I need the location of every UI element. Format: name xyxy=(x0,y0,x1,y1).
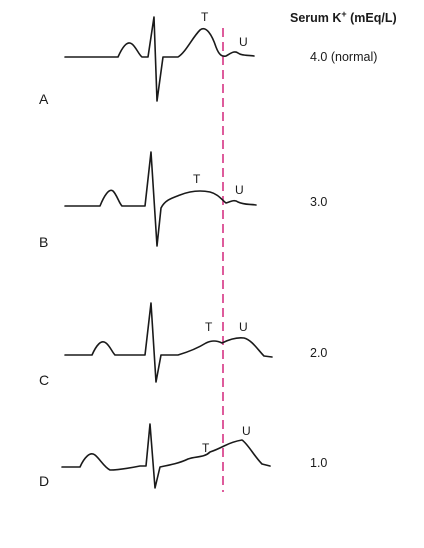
row-letter-d: D xyxy=(39,473,49,489)
potassium-value-d: 1.0 xyxy=(310,456,327,470)
u-wave-label-b: U xyxy=(235,183,244,197)
row-letter-a: A xyxy=(39,91,49,107)
row-letter-b: B xyxy=(39,234,48,250)
potassium-value-c: 2.0 xyxy=(310,346,327,360)
ecg-row-c: T U C 2.0 xyxy=(39,302,327,388)
serum-potassium-header: Serum K+ (mEq/L) xyxy=(290,9,397,25)
ecg-trace-d xyxy=(61,423,271,489)
ecg-trace-c xyxy=(64,302,273,383)
potassium-value-b: 3.0 xyxy=(310,195,327,209)
t-wave-label-c: T xyxy=(205,320,213,334)
u-wave-label-d: U xyxy=(242,424,251,438)
u-wave-label-a: U xyxy=(239,35,248,49)
t-wave-label-a: T xyxy=(201,10,209,24)
potassium-value-a: 4.0 (normal) xyxy=(310,50,377,64)
ecg-trace-a xyxy=(64,16,255,102)
ecg-row-a: T U A 4.0 (normal) xyxy=(39,10,377,107)
ecg-trace-b xyxy=(64,151,257,247)
u-wave-label-c: U xyxy=(239,320,248,334)
ecg-row-d: T U D 1.0 xyxy=(39,423,327,489)
ecg-row-b: T U B 3.0 xyxy=(39,151,327,250)
row-letter-c: C xyxy=(39,372,49,388)
t-wave-label-d: T xyxy=(202,441,210,455)
t-wave-label-b: T xyxy=(193,172,201,186)
